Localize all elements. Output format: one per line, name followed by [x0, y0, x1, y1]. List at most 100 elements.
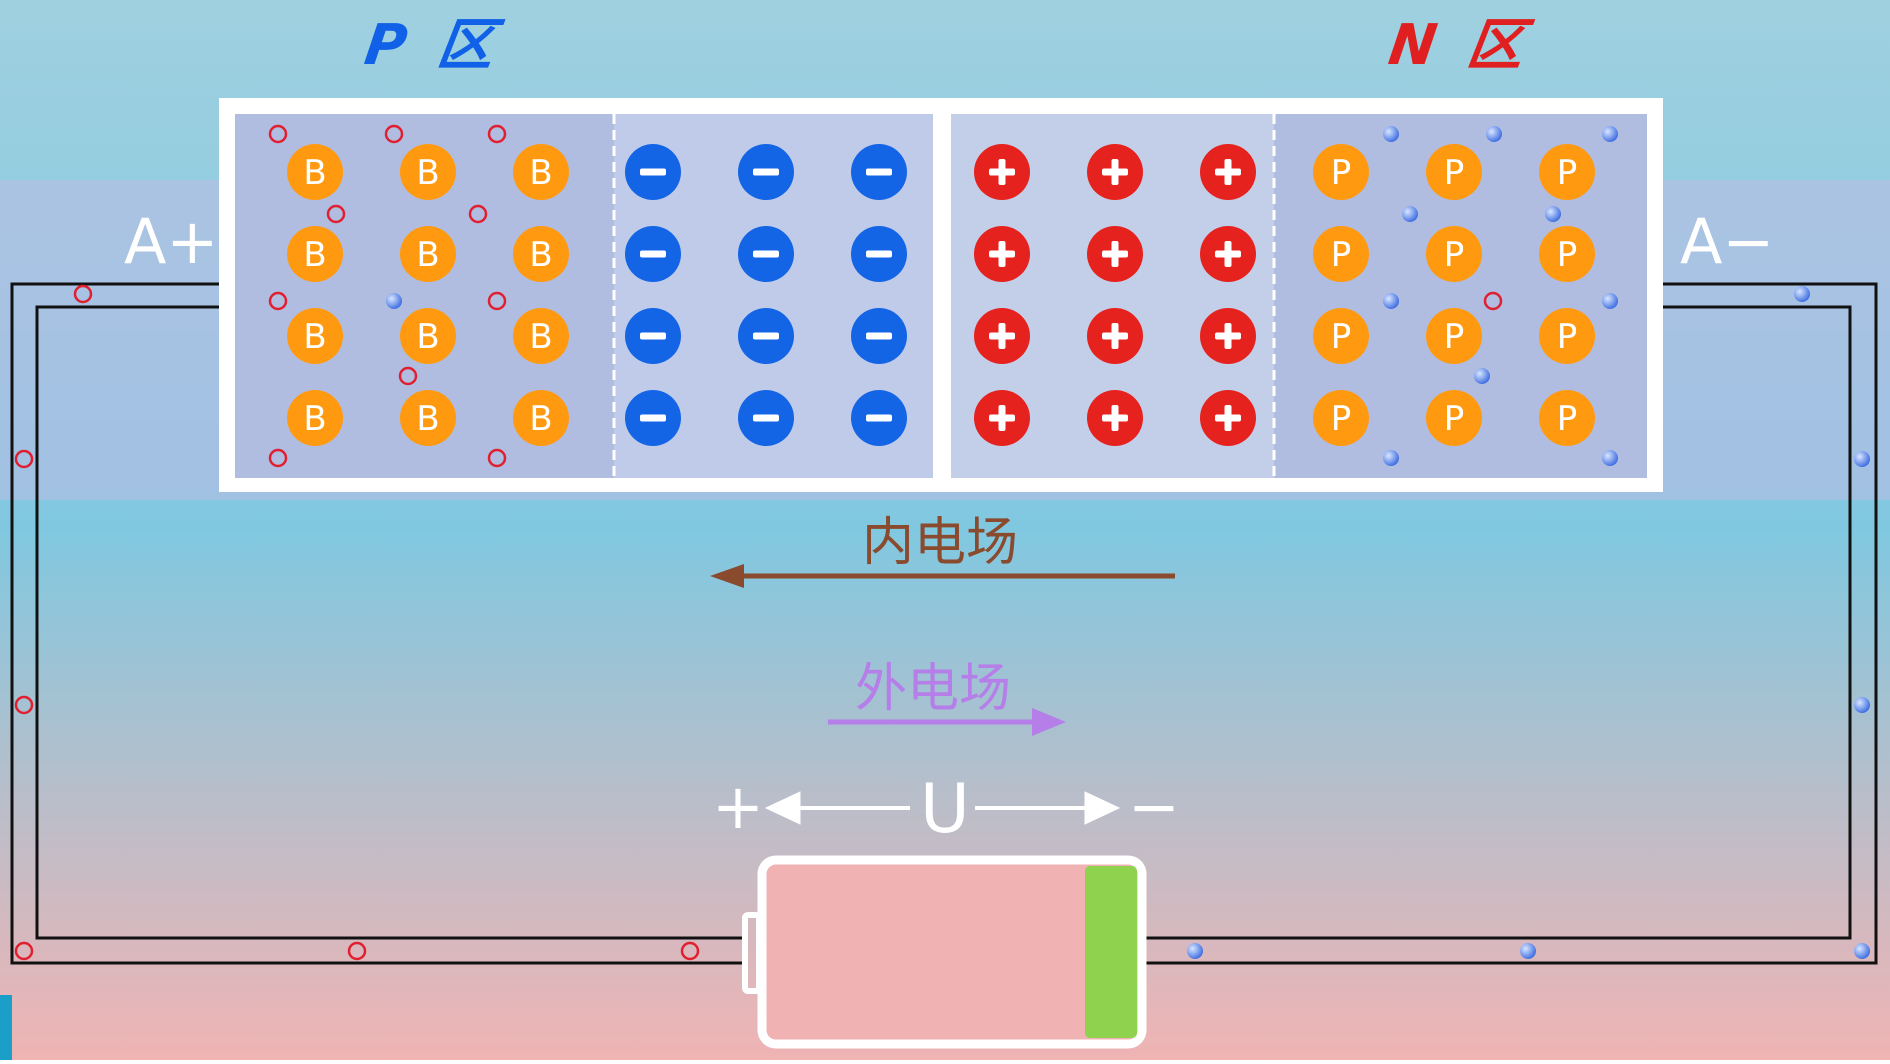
acceptor-ion-b: B [400, 308, 456, 364]
negative-ion [851, 390, 907, 446]
hole [680, 941, 700, 961]
left-inner-wire [35, 305, 745, 940]
voltage-left-arrowhead [764, 791, 801, 825]
right-inner-wire [1143, 305, 1852, 940]
negative-ion [625, 226, 681, 282]
donor-ion-p: P [1426, 308, 1482, 364]
left-outer-wire [10, 282, 745, 965]
svg-text:P: P [1557, 153, 1578, 193]
negative-ion [738, 308, 794, 364]
electron [1474, 368, 1490, 384]
negative-ion [625, 308, 681, 364]
hole [398, 366, 418, 386]
svg-text:B: B [529, 317, 552, 357]
svg-text:P: P [1444, 153, 1465, 193]
svg-text:P: P [1557, 317, 1578, 357]
electron [1602, 126, 1618, 142]
negative-ion [738, 144, 794, 200]
acceptor-ion-b: B [400, 226, 456, 282]
donor-ion-p: P [1539, 226, 1595, 282]
positive-ion [974, 308, 1030, 364]
external-field-arrow [828, 708, 1066, 736]
acceptor-ion-b: B [513, 226, 569, 282]
positive-ion [1087, 144, 1143, 200]
acceptor-ion-b: B [400, 390, 456, 446]
positive-ion [974, 226, 1030, 282]
electron [1794, 286, 1810, 302]
voltage-right-arrowhead [1084, 791, 1121, 825]
svg-text:P: P [1331, 399, 1352, 439]
electron [1520, 943, 1536, 959]
hole [268, 291, 288, 311]
voltage-arrows [764, 791, 1121, 825]
acceptor-ion-b: B [513, 390, 569, 446]
negative-ion [851, 144, 907, 200]
electron [1383, 293, 1399, 309]
negative-ion [625, 144, 681, 200]
hole [14, 449, 34, 469]
positive-ion [1200, 308, 1256, 364]
svg-text:B: B [416, 399, 439, 439]
svg-text:B: B [529, 153, 552, 193]
svg-text:B: B [416, 317, 439, 357]
svg-text:P: P [1557, 235, 1578, 275]
battery-charge-fill [1085, 866, 1137, 1038]
svg-text:P: P [1331, 317, 1352, 357]
electron [1854, 697, 1870, 713]
acceptor-ion-b: B [513, 308, 569, 364]
svg-text:B: B [303, 317, 326, 357]
svg-text:B: B [529, 399, 552, 439]
svg-text:B: B [303, 399, 326, 439]
hole [487, 448, 507, 468]
donor-ion-p: P [1426, 144, 1482, 200]
voltage-minus-sign: − [1128, 770, 1180, 843]
negative-ion [851, 308, 907, 364]
anode-label: A+ [124, 205, 219, 278]
donor-ion-p: P [1539, 308, 1595, 364]
hole [73, 284, 93, 304]
hole [14, 695, 34, 715]
acceptor-ion-b: B [513, 144, 569, 200]
hole [384, 124, 404, 144]
svg-text:B: B [303, 235, 326, 275]
external-field-arrowhead [1032, 708, 1066, 736]
p-region-label: P 区 [360, 13, 505, 78]
donor-ion-p: P [1313, 308, 1369, 364]
svg-text:B: B [303, 153, 326, 193]
electron [1854, 451, 1870, 467]
internal-field-arrow [710, 564, 1175, 588]
electron [386, 293, 402, 309]
positive-ion [1087, 390, 1143, 446]
external-field-label: 外电场 [855, 659, 1012, 719]
svg-text:P: P [1557, 399, 1578, 439]
electron [1187, 943, 1203, 959]
negative-ion [851, 226, 907, 282]
battery [742, 855, 1147, 1049]
electron [1602, 293, 1618, 309]
positive-ion [1200, 226, 1256, 282]
voltage-plus-sign: + [712, 770, 764, 843]
electron [1402, 206, 1418, 222]
hole [1483, 291, 1503, 311]
electron [1545, 206, 1561, 222]
svg-text:P: P [1331, 235, 1352, 275]
acceptor-ion-b: B [400, 144, 456, 200]
hole [487, 124, 507, 144]
donor-ion-p: P [1426, 226, 1482, 282]
corner-artifact [0, 995, 12, 1060]
electron [1383, 450, 1399, 466]
circuit-wires [10, 282, 1878, 965]
electron [1602, 450, 1618, 466]
positive-ion [1087, 226, 1143, 282]
hole [326, 204, 346, 224]
donor-ion-p: P [1313, 226, 1369, 282]
negative-ion [738, 390, 794, 446]
svg-text:P: P [1444, 399, 1465, 439]
donor-ion-p: P [1313, 390, 1369, 446]
cathode-label: A− [1680, 205, 1775, 278]
electron [1854, 943, 1870, 959]
positive-ion [974, 144, 1030, 200]
